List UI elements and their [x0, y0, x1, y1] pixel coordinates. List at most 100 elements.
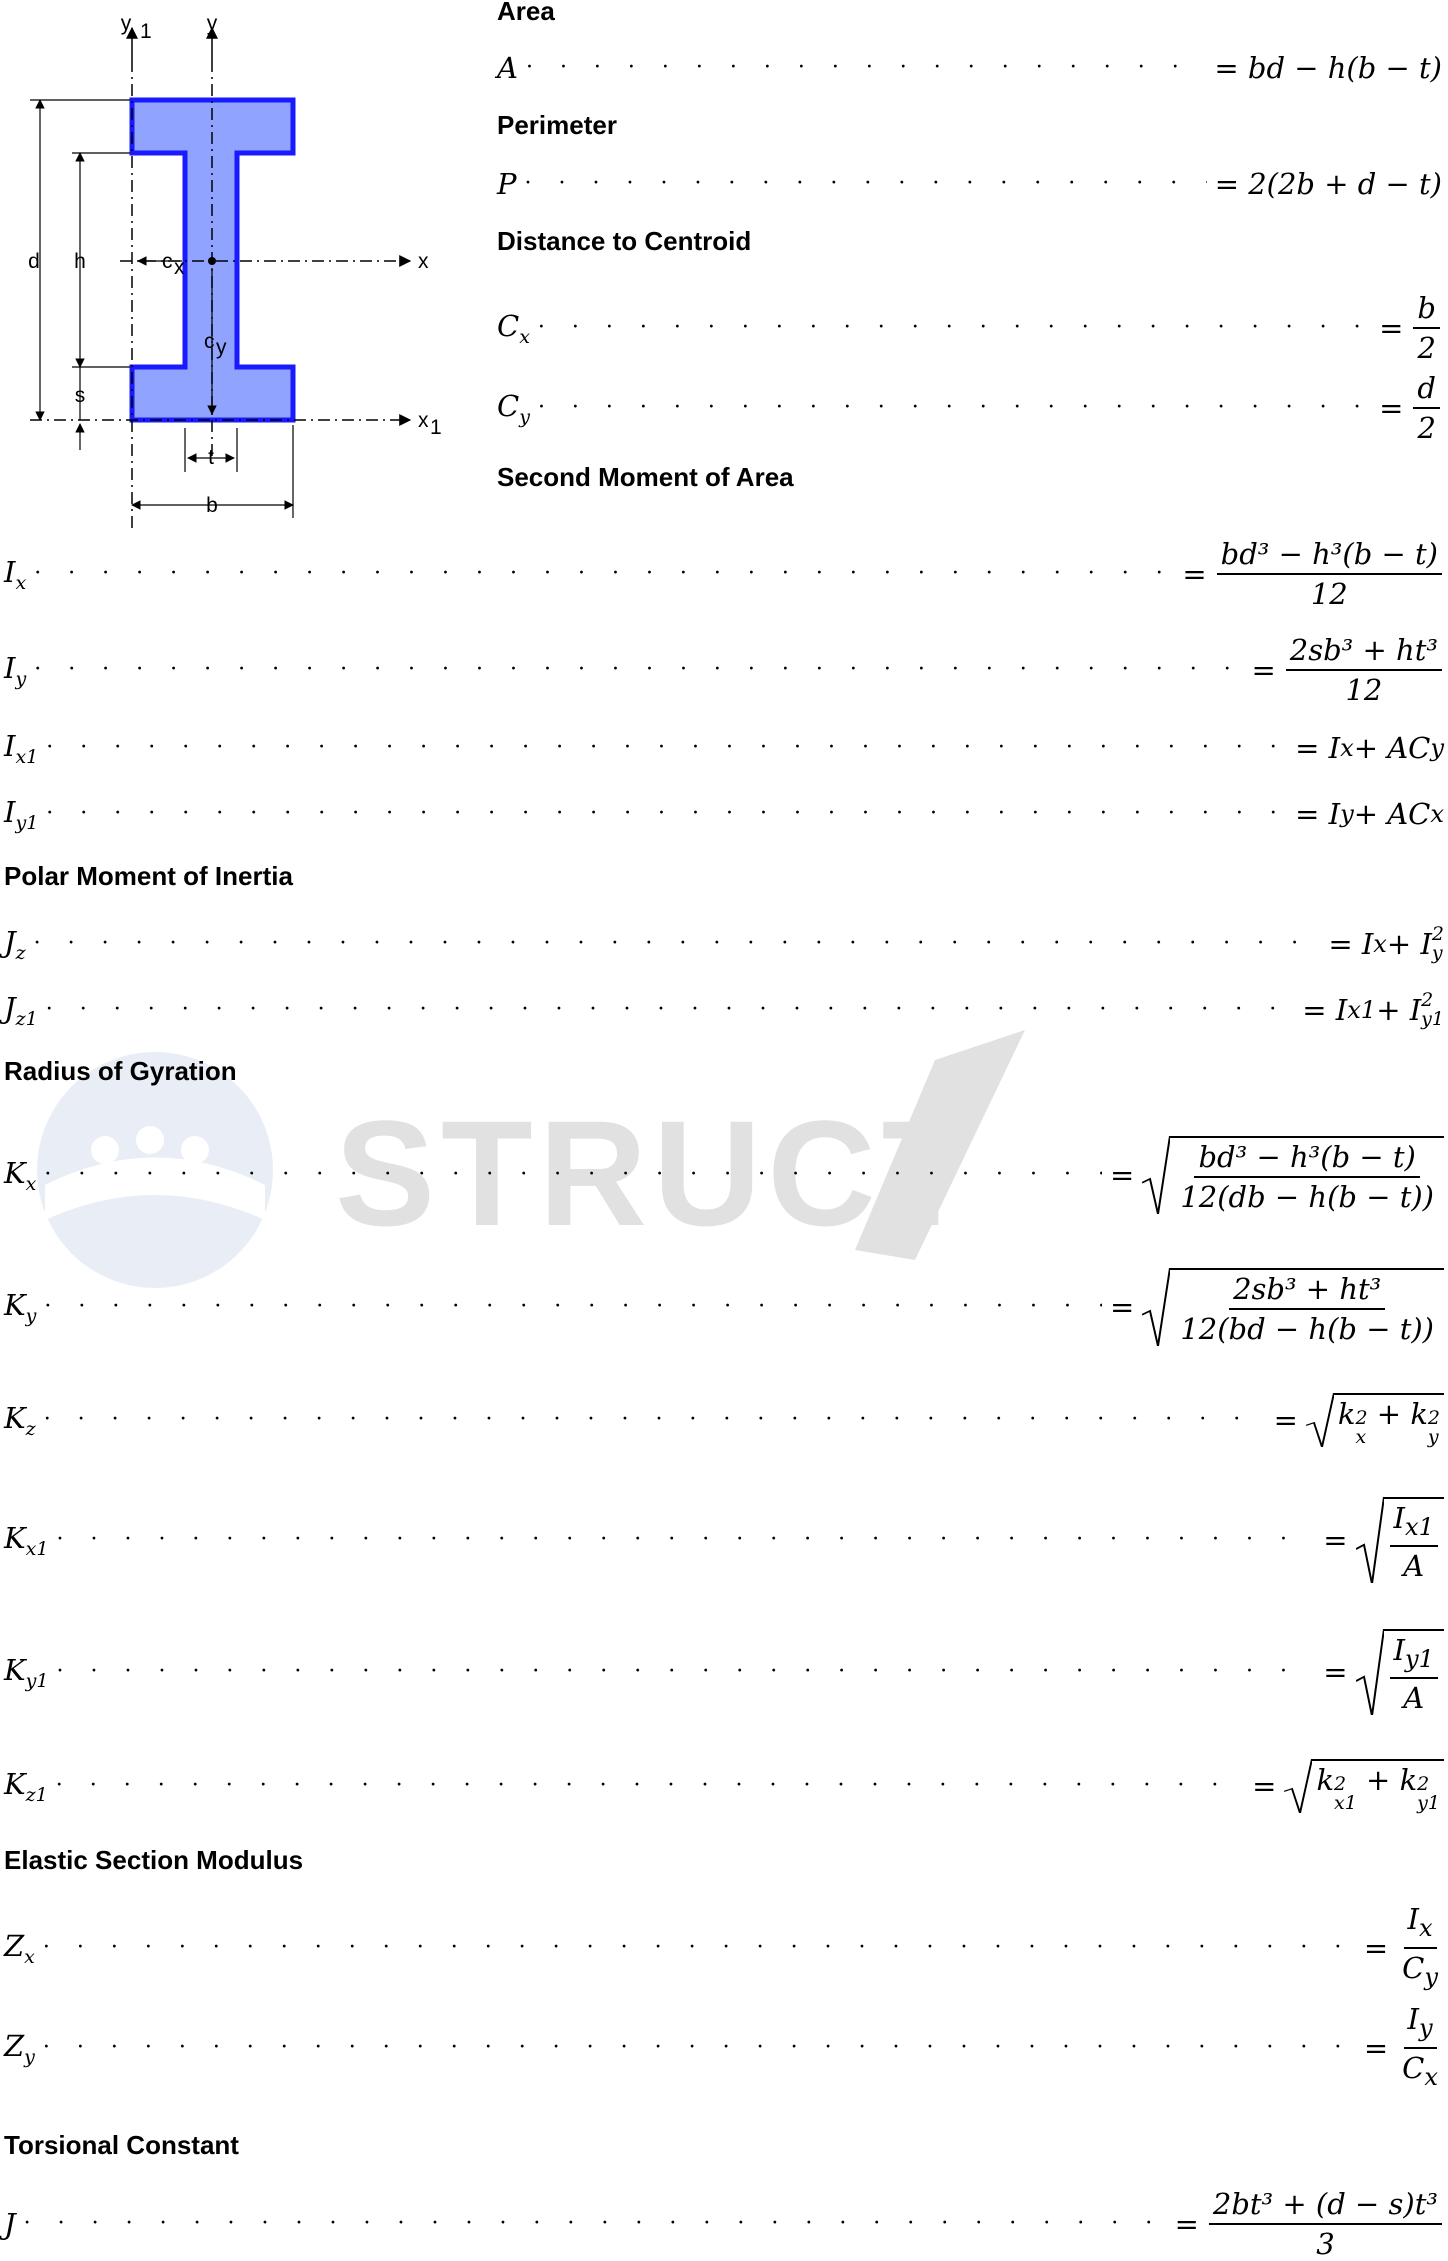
formula-cy: Cy · · · · · · · · · · · · · · · · · · ·… [497, 370, 1442, 446]
formula-perimeter: P · · · · · · · · · · · · · · · · · · · … [497, 154, 1442, 214]
formula-symbol: Jz [4, 924, 26, 964]
leader-dots: · · · · · · · · · · · · · · · · · · · · … [524, 171, 1207, 196]
formula-symbol: Iy [4, 650, 27, 690]
formula-jz1: Jz1 · · · · · · · · · · · · · · · · · · … [4, 980, 1444, 1040]
leader-dots: · · · · · · · · · · · · · · · · · · · · … [33, 931, 1321, 956]
cy-subscript: y [216, 336, 227, 359]
leader-dots: · · · · · · · · · · · · · · · · · · · · … [46, 735, 1287, 760]
fraction-numerator: Ix1 [1389, 1501, 1438, 1548]
leader-dots: · · · · · · · · · · · · · · · · · · · · … [45, 997, 1294, 1022]
leader-dots: · · · · · · · · · · · · · · · · · · · · … [56, 1527, 1315, 1552]
leader-dots: · · · · · · · · · · · · · · · · · · · · … [525, 55, 1206, 80]
formula-symbol: Ix [4, 554, 27, 594]
heading-area: Area [497, 0, 555, 26]
t-dimension-label: t [208, 446, 214, 469]
leader-dots: · · · · · · · · · · · · · · · · · · · · … [23, 2211, 1167, 2236]
formula-symbol: Ky [4, 1287, 37, 1327]
cy-label: c [204, 330, 215, 353]
leader-dots: · · · · · · · · · · · · · · · · · · · · … [537, 395, 1371, 420]
leader-dots: · · · · · · · · · · · · · · · · · · · · … [55, 1773, 1244, 1798]
formula-zy: Zy · · · · · · · · · · · · · · · · · · ·… [4, 2002, 1444, 2091]
fraction-denominator: 3 [1316, 2227, 1335, 2261]
fraction-numerator: b [1413, 291, 1440, 329]
heading-gyration: Radius of Gyration [4, 1056, 237, 1086]
formula-symbol: Cy [497, 388, 530, 428]
formula-zx: Zx · · · · · · · · · · · · · · · · · · ·… [4, 1902, 1444, 1991]
leader-dots: · · · · · · · · · · · · · · · · · · · · … [44, 1294, 1102, 1319]
formula-area: A · · · · · · · · · · · · · · · · · · · … [497, 38, 1442, 98]
formula-symbol: Jz1 [4, 990, 38, 1030]
fraction-denominator: A [1403, 1681, 1425, 1716]
leader-dots: · · · · · · · · · · · · · · · · · · · · … [537, 315, 1371, 340]
formula-symbol: Kz1 [4, 1766, 48, 1806]
fraction-numerator: 2sb³ + ht³ [1285, 633, 1442, 671]
formula-ky: Ky · · · · · · · · · · · · · · · · · · ·… [4, 1252, 1444, 1362]
leader-dots: · · · · · · · · · · · · · · · · · · · · … [34, 657, 1243, 682]
y1-axis-subscript: 1 [140, 20, 152, 43]
fraction-numerator: Ix [1403, 1902, 1437, 1949]
fraction-denominator: A [1403, 1549, 1425, 1584]
formula-jz: Jz · · · · · · · · · · · · · · · · · · ·… [4, 914, 1444, 974]
heading-polar: Polar Moment of Inertia [4, 861, 293, 891]
i-section-diagram: y 1 y x x 1 d h s c x c y t b [0, 0, 480, 540]
formula-j: J · · · · · · · · · · · · · · · · · · · … [4, 2187, 1444, 2261]
formula-symbol: Zx [4, 1928, 35, 1968]
x1-axis-label: x [418, 409, 429, 432]
fraction-numerator: d [1413, 371, 1440, 409]
h-dimension-label: h [74, 250, 86, 273]
formula-ix1: Ix1 · · · · · · · · · · · · · · · · · · … [4, 718, 1444, 778]
heading-perimeter: Perimeter [497, 110, 617, 140]
formula-ky1: Ky1 · · · · · · · · · · · · · · · · · · … [4, 1622, 1444, 1722]
formula-iy1: Iy1 · · · · · · · · · · · · · · · · · · … [4, 784, 1444, 844]
formula-kz: Kz · · · · · · · · · · · · · · · · · · ·… [4, 1388, 1444, 1452]
formula-symbol: P [497, 167, 517, 201]
leader-dots: · · · · · · · · · · · · · · · · · · · · … [46, 801, 1287, 826]
leader-dots: · · · · · · · · · · · · · · · · · · · · … [34, 561, 1174, 586]
formula-kz1: Kz1 · · · · · · · · · · · · · · · · · · … [4, 1754, 1444, 1818]
fraction-denominator: 12(bd − h(b − t)) [1180, 1312, 1434, 1346]
formula-symbol: Zy [4, 2028, 35, 2068]
formula-rhs: = bd − h(b − t) [1214, 51, 1442, 85]
formula-kx: Kx · · · · · · · · · · · · · · · · · · ·… [4, 1120, 1444, 1230]
leader-dots: · · · · · · · · · · · · · · · · · · · · … [43, 1407, 1266, 1432]
formula-symbol: Kx1 [4, 1520, 49, 1560]
y-axis-label: y [207, 12, 218, 35]
fraction-denominator: 2 [1417, 411, 1436, 445]
formula-symbol: Kx [4, 1155, 37, 1195]
fraction-denominator: 12 [1345, 673, 1383, 707]
fraction-denominator: Cy [1402, 1951, 1438, 1991]
fraction-denominator: 2 [1417, 331, 1436, 365]
heading-elastic: Elastic Section Modulus [4, 1845, 304, 1875]
fraction-denominator: 12(db − h(b − t)) [1180, 1180, 1434, 1214]
fraction-denominator: 12 [1310, 577, 1348, 611]
formula-symbol: J [4, 2207, 16, 2241]
fraction-numerator: bd³ − h³(b − t) [1216, 537, 1442, 575]
formula-symbol: Kz [4, 1400, 36, 1440]
heading-torsional: Torsional Constant [4, 2130, 239, 2160]
formula-symbol: Ky1 [4, 1652, 49, 1692]
cx-label: c [162, 250, 173, 273]
fraction-numerator: Iy [1403, 2002, 1437, 2049]
formula-rhs: = bd³ − h³(b − t)12 [1182, 537, 1444, 611]
formula-symbol: Cx [497, 308, 530, 348]
leader-dots: · · · · · · · · · · · · · · · · · · · · … [42, 1935, 1356, 1960]
b-dimension-label: b [206, 494, 218, 517]
formula-cx: Cx · · · · · · · · · · · · · · · · · · ·… [497, 290, 1442, 366]
formula-symbol: A [497, 51, 518, 85]
